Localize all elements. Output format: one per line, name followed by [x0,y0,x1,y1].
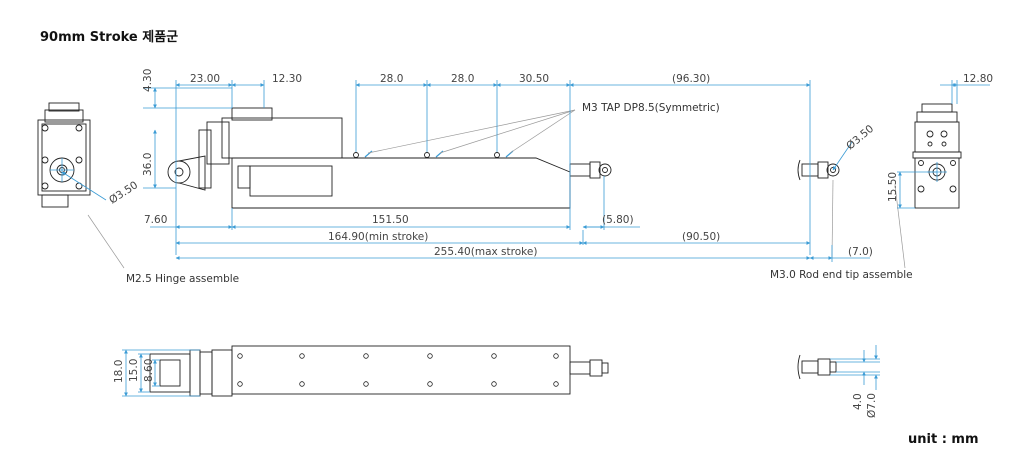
dim-36-0: 36.0 [142,153,154,176]
actuator-top-view [149,345,609,397]
drawing-title: 90mm Stroke 제품군 [40,30,179,45]
left-end-view [37,102,91,208]
dim-18-0: 18.0 [113,360,125,383]
tap-leaders [367,109,576,154]
dim-4-0: 4.0 [852,393,864,410]
right-end-view [912,103,962,209]
dimension-lines [122,80,990,397]
dim-90-50: (90.50) [682,231,720,243]
note-tap: M3 TAP DP8.5(Symmetric) [582,102,720,114]
dim-151-50: 151.50 [372,214,409,226]
bottom-rod-end-detail [797,354,837,380]
dim-12-30: 12.30 [272,73,302,85]
dim-dia-left: Ø3.50 [107,179,140,206]
dim-5-80: (5.80) [602,214,634,226]
dim-8-60: 8.60 [143,359,155,382]
dim-4-30: 4.30 [142,69,154,92]
dim-255-40: 255.40(max stroke) [434,246,537,258]
note-rod-end: M3.0 Rod end tip assemble [770,269,913,281]
dim-30-50: 30.50 [519,73,549,85]
dim-12-80: 12.80 [963,73,993,85]
dim-7-0: (7.0) [848,246,873,258]
top-view-screws [237,353,559,387]
dim-dia-7-0: Ø7.0 [866,393,878,418]
dim-23-00: 23.00 [190,73,220,85]
actuator-side-view [167,107,612,209]
dim-28-0-a: 28.0 [380,73,403,85]
dim-164-90: 164.90(min stroke) [328,231,428,243]
unit-label: unit : mm [908,432,979,447]
dim-15-0: 15.0 [128,359,140,382]
rod-end-detail [797,159,840,181]
dim-dia-right: Ø3.50 [844,123,876,153]
dim-15-50: 15.50 [887,172,899,202]
note-hinge: M2.5 Hinge assemble [126,273,239,285]
dim-28-0-b: 28.0 [451,73,474,85]
dim-7-60: 7.60 [144,214,167,226]
dim-96-30: (96.30) [672,73,710,85]
